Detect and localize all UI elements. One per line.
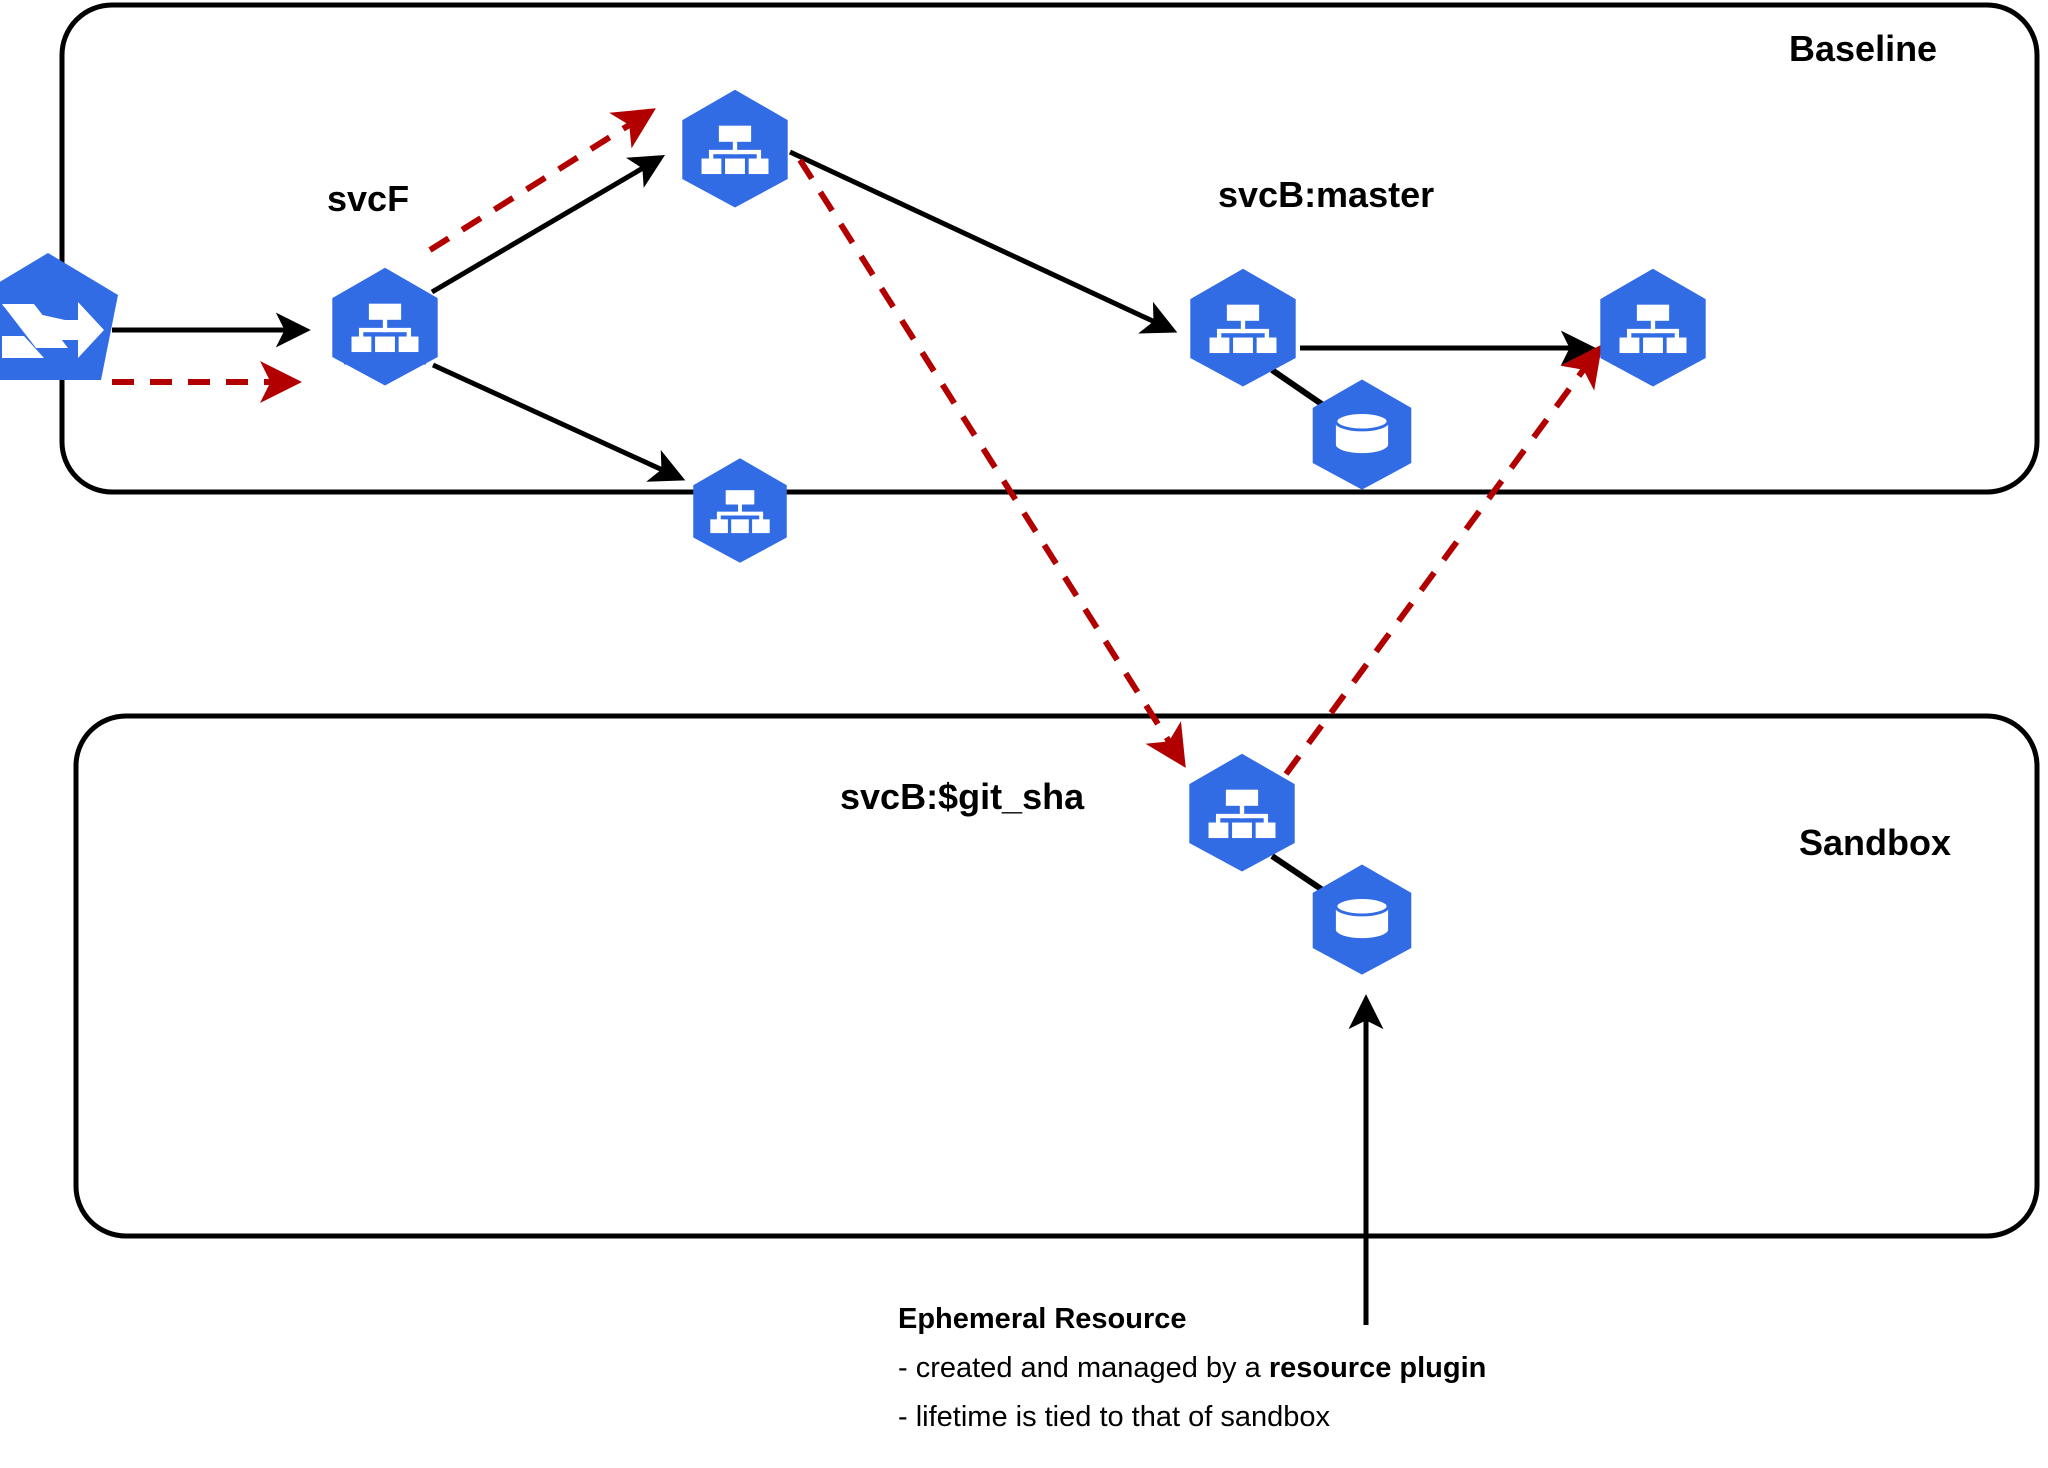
edge-svcf-to-svcc-baseline [431,362,686,482]
note-line-1-prefix: - created and managed by a [898,1352,1269,1384]
note-line-lifetime: - lifetime is tied to that of sandbox [898,1401,1330,1433]
sandbox-panel-label: Sandbox [1799,822,1952,863]
edge-svca-to-svcb-master [788,149,1178,334]
baseline-panel-label: Baseline [1789,28,1938,69]
edge-svca-to-svcb-sandbox [797,158,1186,768]
node-svcb-master-database[interactable] [1312,379,1412,490]
node-ephemeral-database[interactable] [1312,864,1412,975]
database-icon [1334,896,1390,940]
node-svcc[interactable] [693,458,787,563]
note-line-created-managed: - created and managed by a resource plug… [898,1354,1798,1383]
note-title: Ephemeral Resource [898,1303,1187,1335]
node-label-svcb-master: svcB:master [1218,174,1435,215]
node-ingress[interactable] [0,253,118,380]
node-svcb-master[interactable] [1190,268,1296,387]
baseline-panel [59,2,2040,495]
ephemeral-resource-note: Ephemeral Resource - created and managed… [898,1305,1798,1452]
node-svcb-sandbox[interactable] [1189,753,1295,872]
node-label-svcb-sandbox: svcB:$git_sha [840,776,1085,817]
sandbox-panel [73,713,2040,1239]
edge-svcf-to-svca-sandbox [428,108,656,253]
node-svcf[interactable] [332,267,438,386]
node-label-svcf: svcF [327,178,410,219]
note-line-1-emphasis: resource plugin [1268,1352,1487,1384]
node-svca[interactable] [682,89,788,208]
edge-svcf-to-svca-baseline [430,155,666,295]
edge-svcb-sandbox-to-svcd [1283,344,1603,776]
node-svcd[interactable] [1600,268,1706,387]
database-icon [1334,411,1390,455]
